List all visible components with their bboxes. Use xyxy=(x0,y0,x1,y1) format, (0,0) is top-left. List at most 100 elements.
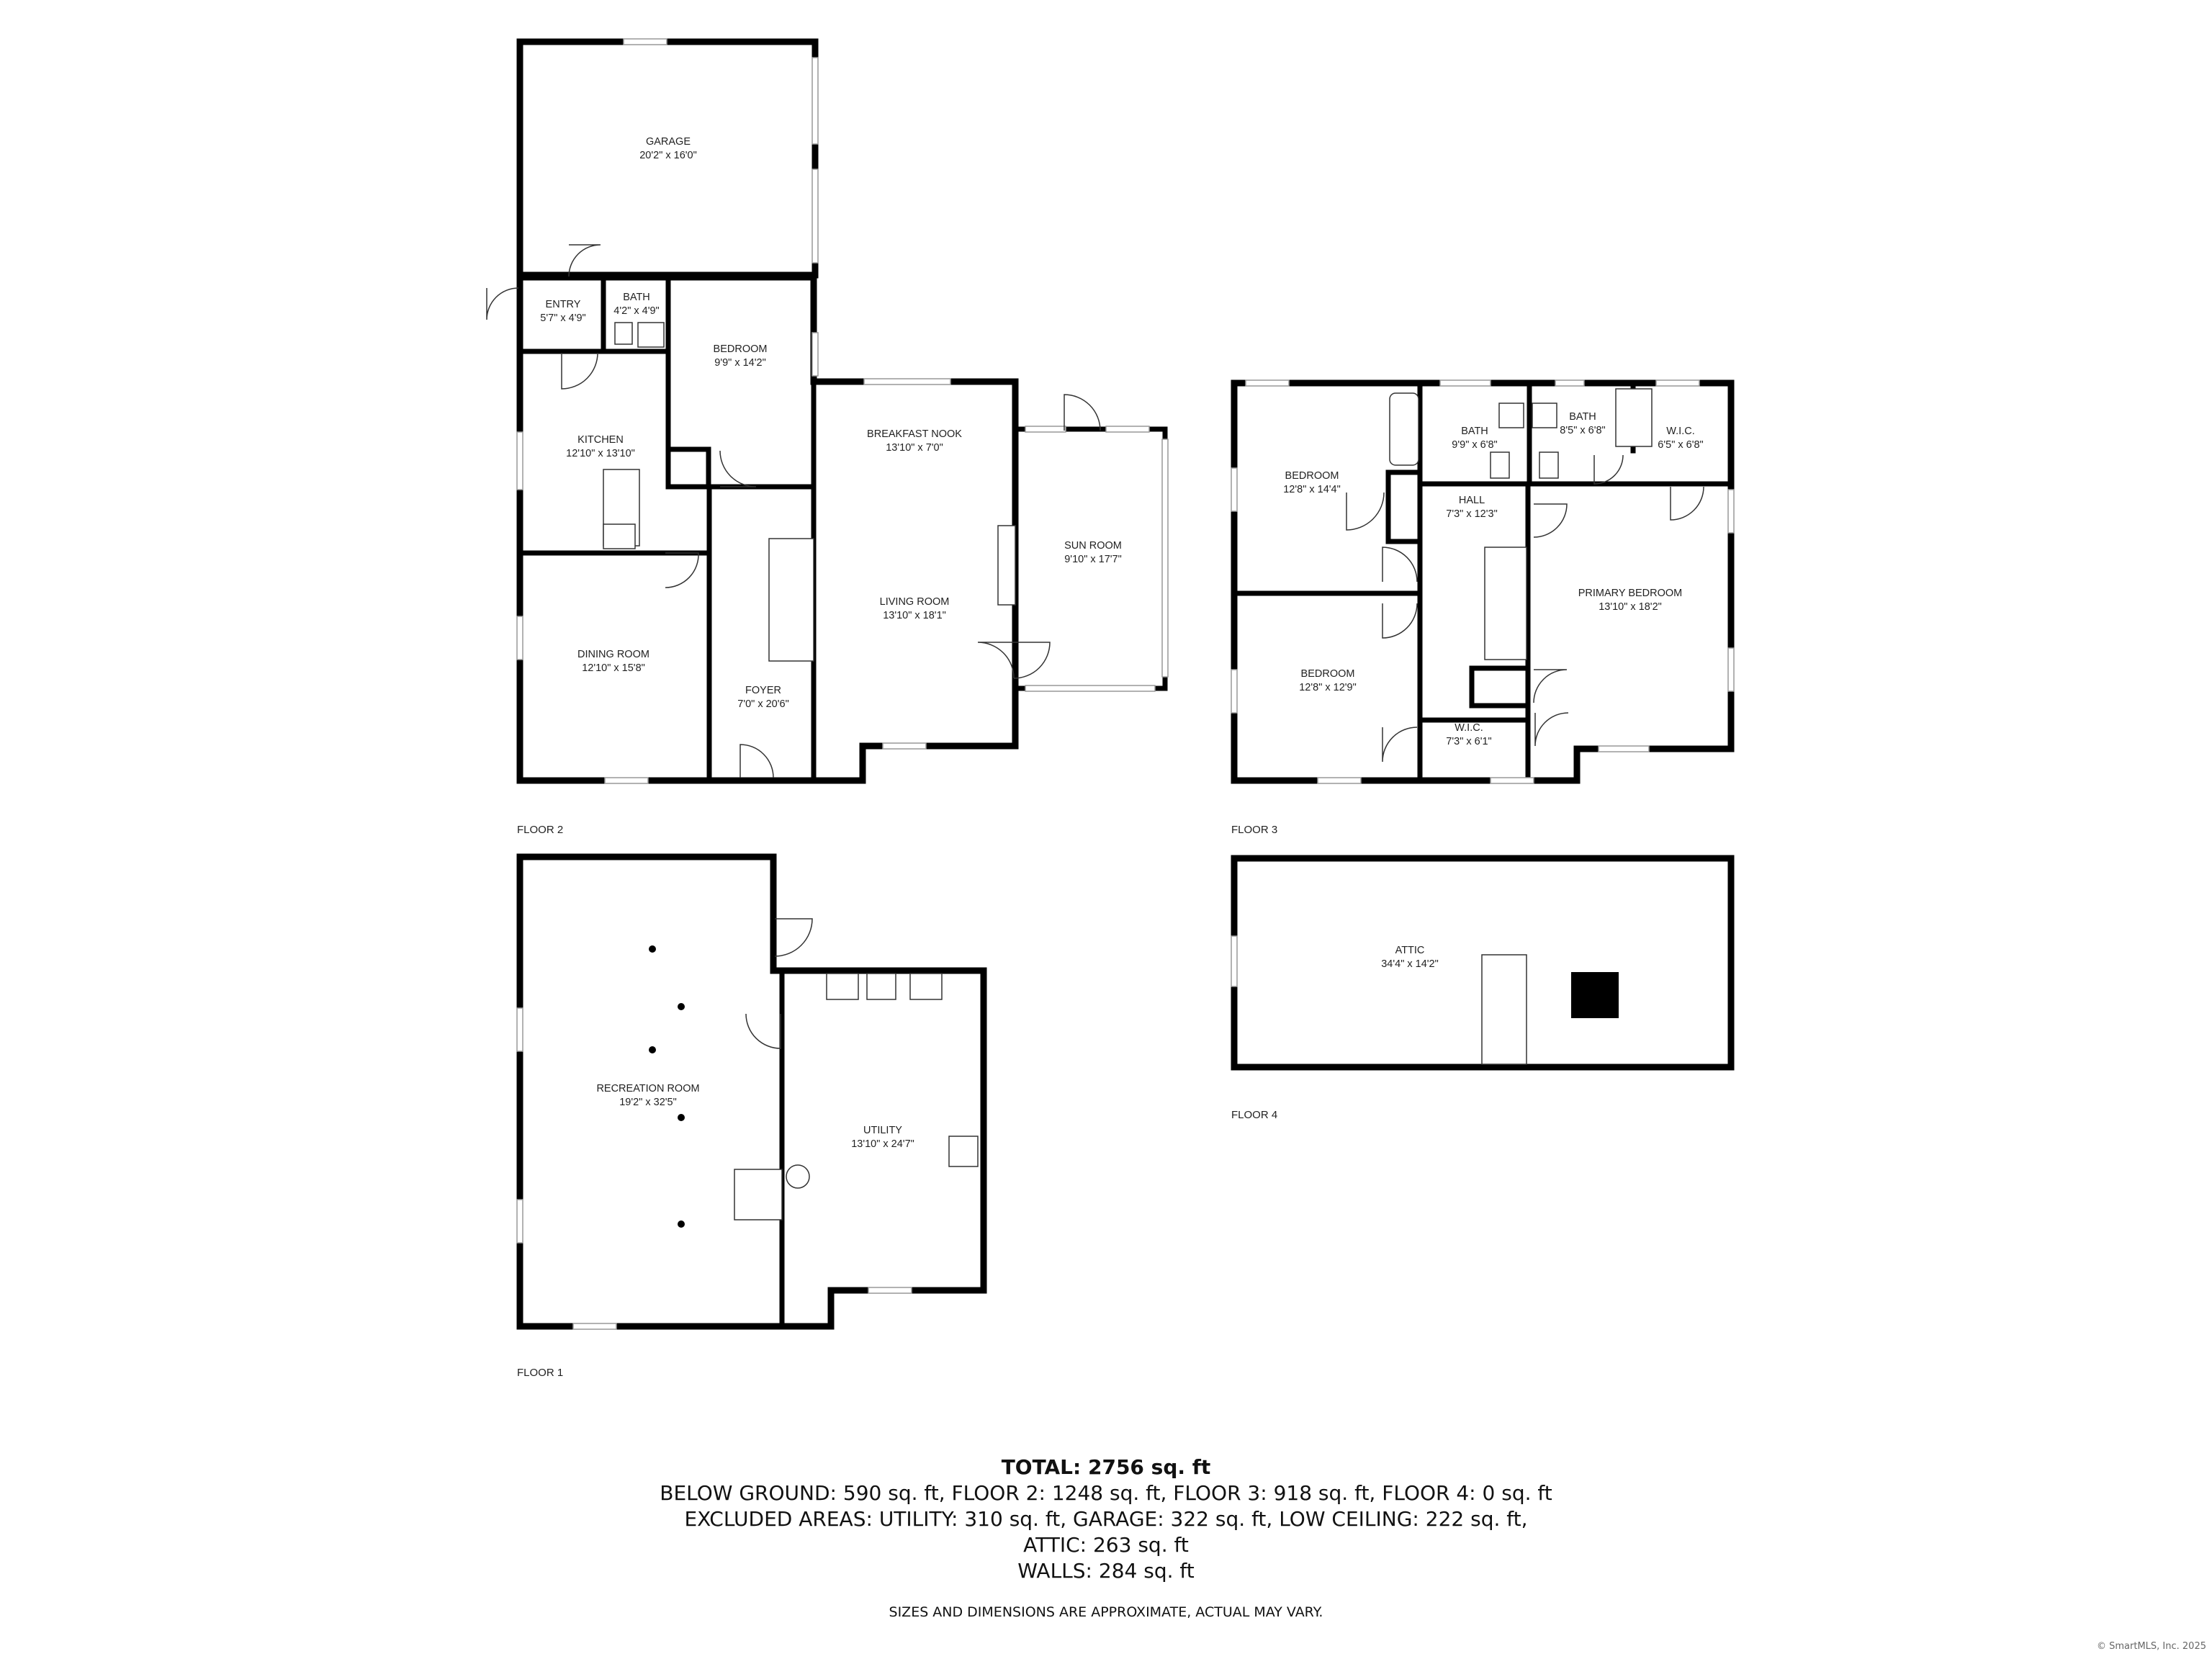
sink-icon xyxy=(1498,403,1524,428)
floor-2-plan: GARAGE 20'2" x 16'0" ENTRY 5'7" x 4'9" B… xyxy=(486,38,1169,784)
primary-bedroom-dims: 13'10" x 18'2" xyxy=(1599,601,1662,613)
bedroom-a-name: BEDROOM xyxy=(1285,470,1339,482)
foyer-name: FOYER xyxy=(745,685,781,696)
door-icon xyxy=(1382,727,1418,763)
garage-dims: 20'2" x 16'0" xyxy=(639,150,697,161)
door-icon xyxy=(1013,642,1051,679)
closet-box xyxy=(1385,469,1423,544)
column-icon xyxy=(649,1046,656,1053)
window xyxy=(1231,467,1238,512)
door-icon xyxy=(719,450,757,487)
living-room-dims: 13'10" x 18'1" xyxy=(883,610,946,621)
column-icon xyxy=(678,1003,685,1010)
door-icon xyxy=(1534,712,1569,747)
column-icon xyxy=(649,945,656,953)
living-room-name: LIVING ROOM xyxy=(880,596,950,608)
floor3-outer-walls xyxy=(1231,379,1735,784)
door-icon xyxy=(665,552,699,588)
window xyxy=(863,378,951,385)
window xyxy=(604,777,649,784)
sink-icon xyxy=(866,973,896,1000)
toilet-icon xyxy=(1539,451,1559,479)
window xyxy=(1727,489,1735,534)
door-icon xyxy=(1533,503,1568,538)
bath-a-name: BATH xyxy=(1461,426,1488,437)
door-icon xyxy=(1064,394,1101,431)
wic-b-dims: 7'3" x 6'1" xyxy=(1446,736,1491,747)
entry-name: ENTRY xyxy=(546,299,581,310)
door-icon xyxy=(1533,669,1568,703)
kitchen-name: KITCHEN xyxy=(577,434,624,446)
door-icon xyxy=(1382,603,1418,639)
window xyxy=(1555,379,1585,387)
door-icon xyxy=(977,642,1015,679)
floor-4-plan: ATTIC 34'4" x 14'2" xyxy=(1231,855,1735,1071)
bath-dims: 4'2" x 4'9" xyxy=(613,305,659,317)
toilet-icon xyxy=(614,322,633,345)
window xyxy=(1317,777,1362,784)
copyright: © SmartMLS, Inc. 2025 xyxy=(2096,1641,2206,1652)
window xyxy=(882,742,927,750)
window xyxy=(1231,935,1238,987)
bedroom-b-dims: 12'8" x 12'9" xyxy=(1299,682,1357,693)
window xyxy=(1231,669,1238,714)
stairs-icon xyxy=(768,538,814,662)
total-area: TOTAL: 2756 sq. ft xyxy=(1001,1455,1211,1479)
breakfast-nook-name: BREAKFAST NOOK xyxy=(867,428,962,440)
window xyxy=(1161,439,1169,678)
appliance-icon xyxy=(948,1136,979,1167)
window xyxy=(623,38,667,45)
kitchen-dims: 12'10" x 13'10" xyxy=(566,448,635,459)
water-heater-icon xyxy=(786,1164,810,1189)
breakfast-nook-dims: 13'10" x 7'0" xyxy=(886,442,943,454)
stairs-icon xyxy=(734,1169,783,1220)
bedroom-name: BEDROOM xyxy=(714,343,768,355)
shower-icon xyxy=(1615,388,1653,447)
window xyxy=(516,1199,523,1244)
attic-name: ATTIC xyxy=(1395,945,1425,956)
recreation-room-dims: 19'2" x 32'5" xyxy=(619,1097,677,1108)
window xyxy=(1598,745,1650,752)
closet-box xyxy=(1469,665,1531,709)
stairs-icon xyxy=(1484,547,1527,660)
hall-name: HALL xyxy=(1459,495,1485,506)
recreation-room-name: RECREATION ROOM xyxy=(596,1083,699,1094)
attic-area: ATTIC: 263 sq. ft xyxy=(1023,1533,1189,1557)
stove-icon xyxy=(603,523,636,549)
sink-icon xyxy=(1532,403,1557,428)
bedroom-a-dims: 12'8" x 14'4" xyxy=(1283,484,1341,495)
dining-room-name: DINING ROOM xyxy=(577,649,649,660)
floor-areas: BELOW GROUND: 590 sq. ft, FLOOR 2: 1248 … xyxy=(660,1481,1552,1505)
primary-bedroom-name: PRIMARY BEDROOM xyxy=(1578,588,1683,599)
door-icon xyxy=(1670,486,1704,521)
bath-b-name: BATH xyxy=(1569,411,1596,423)
toilet-icon xyxy=(1490,451,1510,479)
window xyxy=(1245,379,1290,387)
window xyxy=(516,431,523,490)
door-icon xyxy=(561,352,598,390)
window xyxy=(1655,379,1700,387)
floor-4-label: FLOOR 4 xyxy=(1231,1109,1277,1121)
stairs-icon xyxy=(1481,954,1527,1065)
column-icon xyxy=(678,1114,685,1121)
floor-1-label: FLOOR 1 xyxy=(517,1367,563,1379)
door-icon xyxy=(739,744,774,778)
door-icon xyxy=(568,244,601,277)
utility-name: UTILITY xyxy=(863,1125,902,1136)
window xyxy=(811,57,819,145)
window xyxy=(868,1287,912,1294)
bath-name: BATH xyxy=(623,292,650,303)
garage-walls xyxy=(516,38,819,279)
window xyxy=(1105,426,1150,433)
appliance-icon xyxy=(909,973,943,1000)
garage-name: GARAGE xyxy=(646,136,691,148)
sun-room-dims: 9'10" x 17'7" xyxy=(1064,554,1122,565)
window xyxy=(516,1007,523,1052)
door-icon xyxy=(486,287,519,320)
disclaimer: SIZES AND DIMENSIONS ARE APPROXIMATE, AC… xyxy=(889,1604,1323,1620)
window xyxy=(1727,647,1735,692)
window xyxy=(1025,685,1156,692)
floor-1-plan: RECREATION ROOM 19'2" x 32'5" UTILITY 13… xyxy=(516,853,987,1330)
wic-a-name: W.I.C. xyxy=(1666,426,1694,437)
